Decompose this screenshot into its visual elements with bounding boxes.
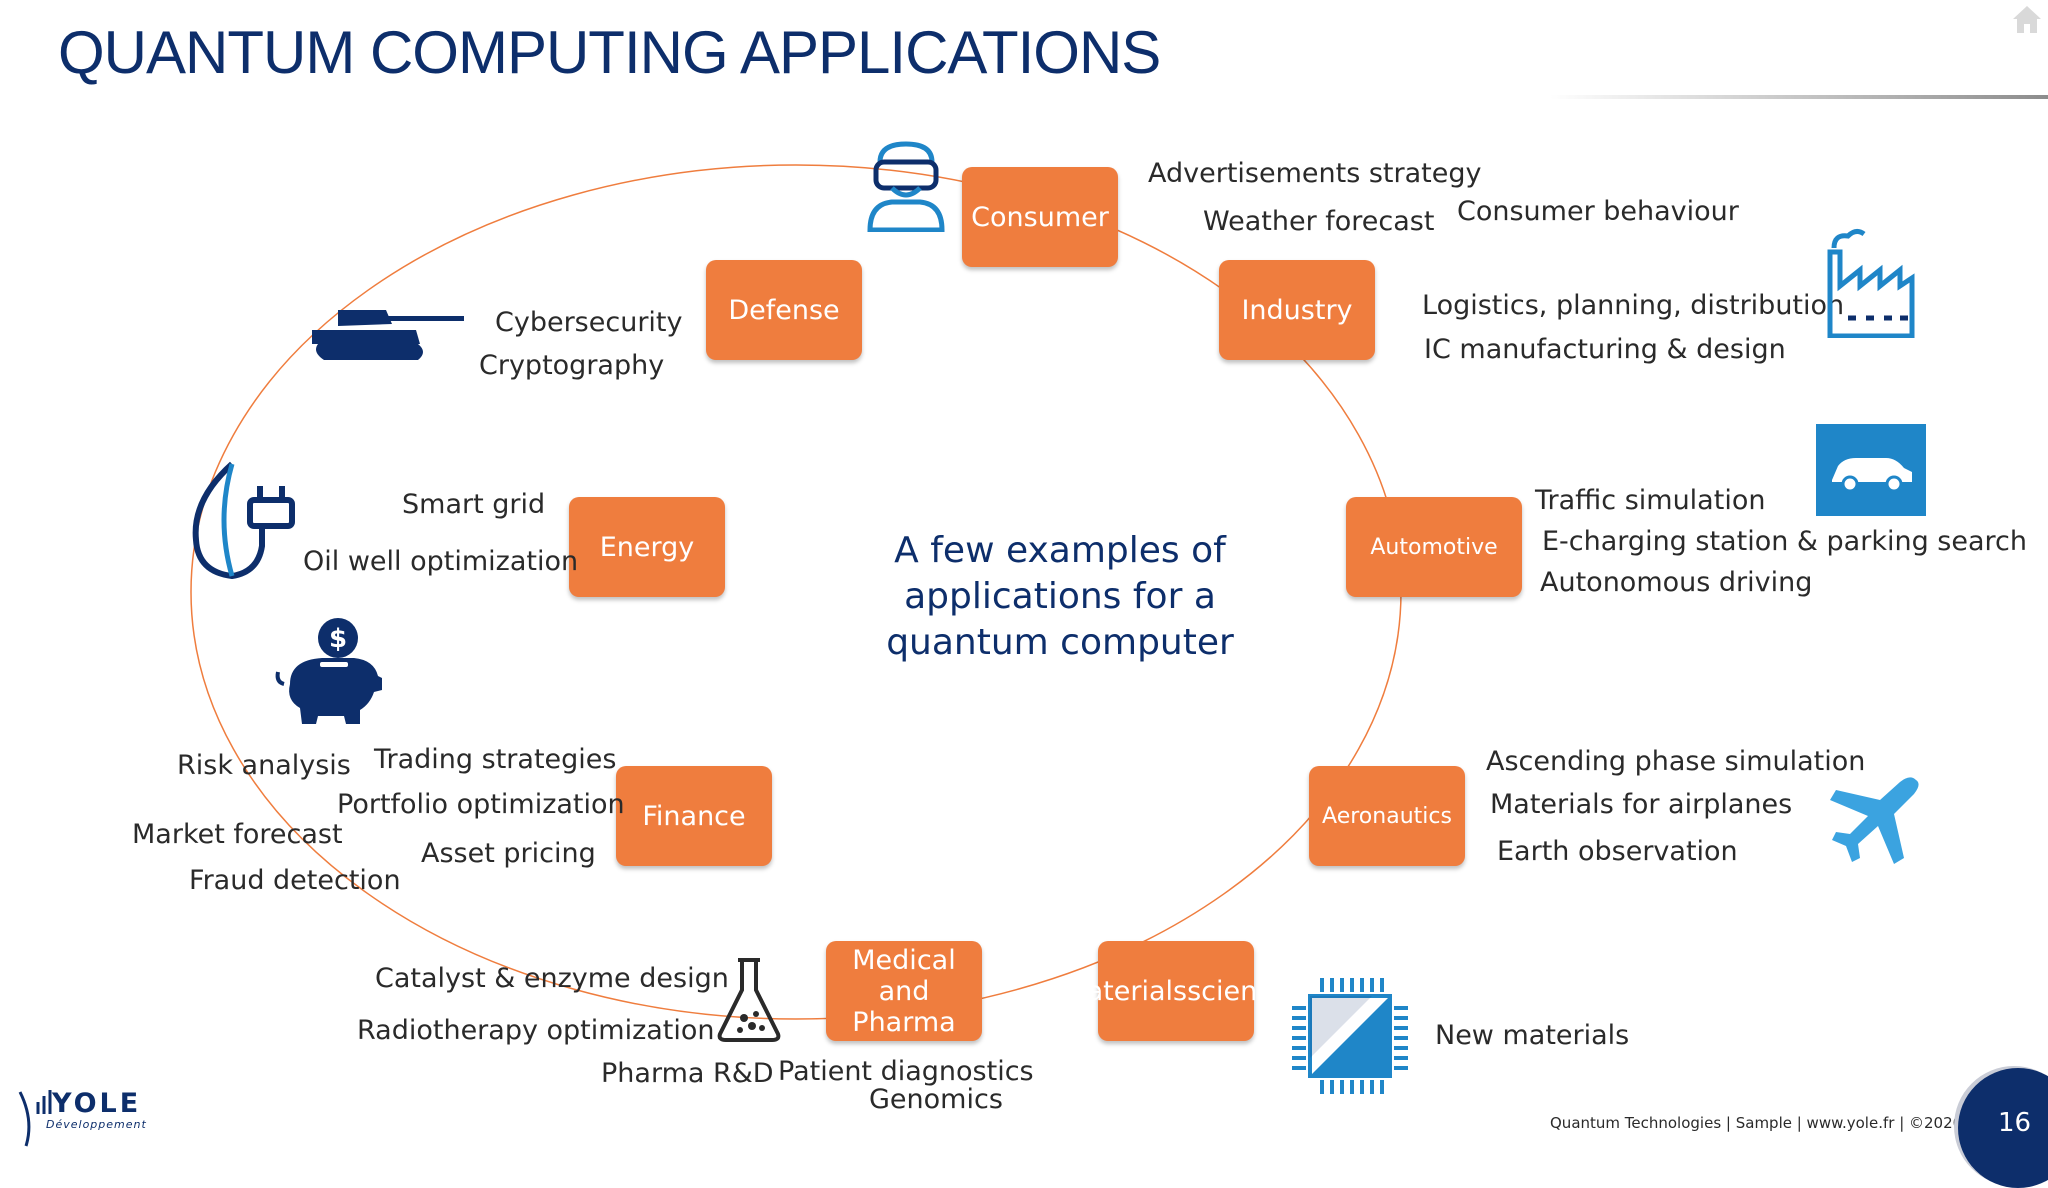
sector-finance[interactable]: Finance: [616, 766, 772, 866]
label-finance-3: Portfolio optimization: [337, 789, 625, 820]
piggy-bank-icon: $: [275, 618, 382, 724]
logo-subtitle: Développement: [46, 1118, 147, 1131]
label-finance-5: Asset pricing: [421, 838, 596, 869]
sector-consumer[interactable]: Consumer: [962, 167, 1118, 267]
label-finance-2: Trading strategies: [374, 744, 617, 775]
label-consumer-1: Advertisements strategy: [1148, 158, 1482, 189]
label-medical-3: Pharma R&D: [601, 1058, 774, 1089]
label-finance-6: Fraud detection: [189, 865, 401, 896]
label-finance-1: Risk analysis: [177, 750, 351, 781]
label-medical-2: Radiotherapy optimization: [357, 1015, 715, 1046]
chip-icon: [1292, 978, 1408, 1094]
label-medical-4: Patient diagnostics: [778, 1056, 1034, 1087]
airplane-icon: [1830, 777, 1919, 864]
vr-headset-person-icon: [867, 141, 945, 232]
home-icon[interactable]: [2010, 2, 2044, 36]
label-materials-1: New materials: [1435, 1020, 1630, 1051]
flask-icon: [717, 958, 781, 1042]
label-automotive-2: E-charging station & parking search: [1542, 526, 2027, 557]
label-energy-2: Oil well optimization: [303, 546, 579, 577]
sector-energy[interactable]: Energy: [569, 497, 725, 597]
footer-text: Quantum Technologies | Sample | www.yole…: [1550, 1114, 1963, 1132]
tank-icon: [312, 310, 464, 360]
yole-logo: [18, 1090, 52, 1147]
label-consumer-2: Weather forecast: [1203, 206, 1435, 237]
label-aeronautics-1: Ascending phase simulation: [1486, 746, 1866, 777]
svg-text:$: $: [329, 624, 347, 654]
label-defense-2: Cryptography: [479, 350, 665, 381]
title-rule: [1550, 95, 2048, 99]
label-industry-2: IC manufacturing & design: [1424, 334, 1786, 365]
car-icon: [1816, 424, 1926, 516]
label-energy-1: Smart grid: [402, 489, 546, 520]
label-automotive-1: Traffic simulation: [1535, 485, 1766, 516]
label-consumer-3: Consumer behaviour: [1457, 196, 1739, 227]
sector-aeronautics[interactable]: Aeronautics: [1309, 766, 1465, 866]
factory-icon: [1827, 228, 1915, 338]
label-finance-4: Market forecast: [132, 819, 343, 850]
sector-automotive[interactable]: Automotive: [1346, 497, 1522, 597]
leaf-plug-icon: [192, 461, 295, 580]
label-automotive-3: Autonomous driving: [1540, 567, 1813, 598]
sector-industry[interactable]: Industry: [1219, 260, 1375, 360]
label-aeronautics-2: Materials for airplanes: [1490, 789, 1793, 820]
sector-defense[interactable]: Defense: [706, 260, 862, 360]
logo-name: YOLE: [52, 1088, 142, 1119]
label-defense-1: Cybersecurity: [495, 307, 683, 338]
page-number: 16: [1998, 1108, 2032, 1138]
slide-title: QUANTUM COMPUTING APPLICATIONS: [58, 19, 1161, 86]
label-industry-1: Logistics, planning, distribution: [1422, 290, 1845, 321]
label-medical-5: Genomics: [869, 1084, 1003, 1115]
label-aeronautics-3: Earth observation: [1497, 836, 1738, 867]
label-medical-1: Catalyst & enzyme design: [375, 963, 729, 994]
